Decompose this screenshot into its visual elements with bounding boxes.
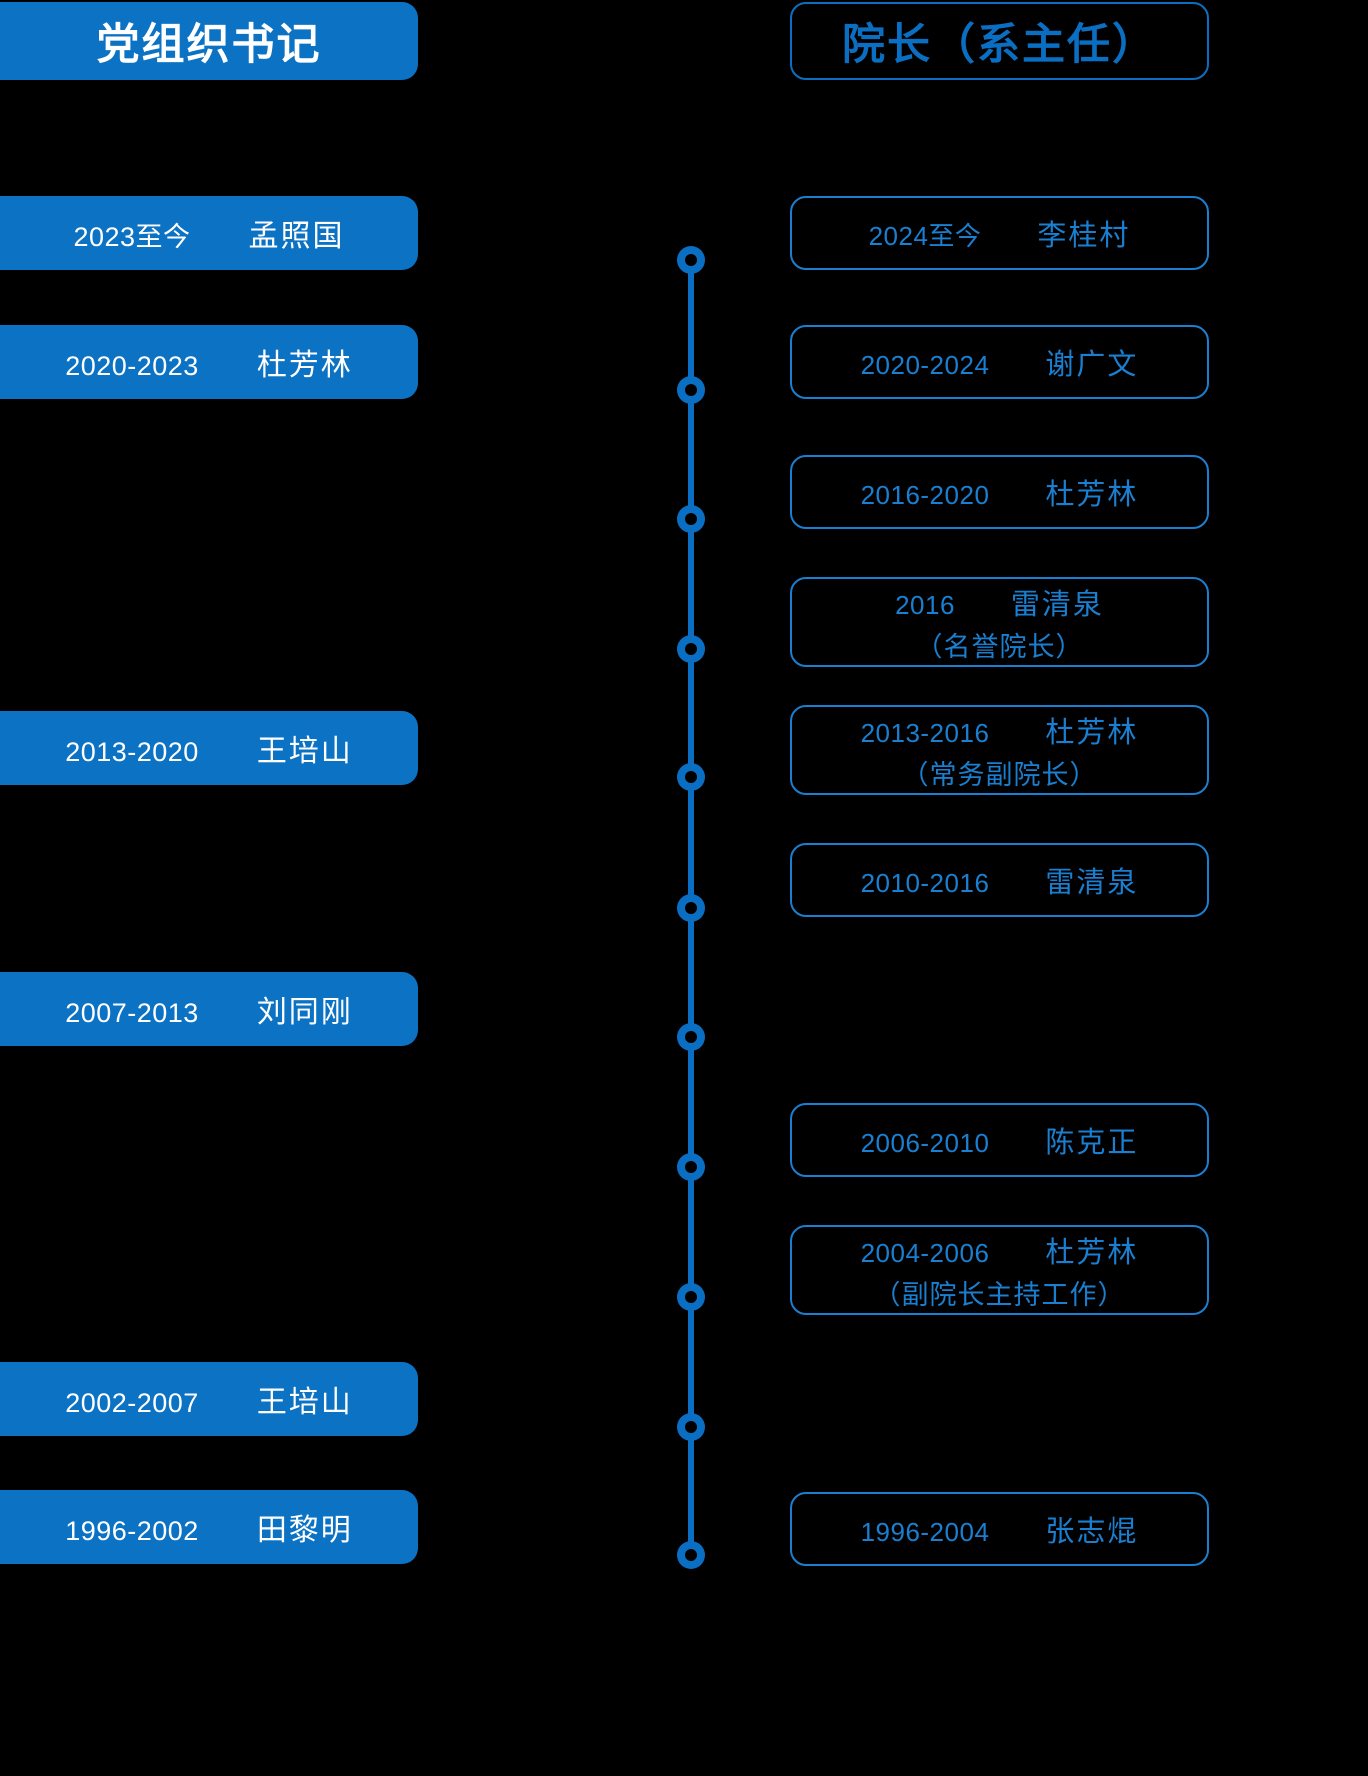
card-primary-row: 2023至今 孟照国: [0, 211, 418, 255]
card-person-name: 孟照国: [248, 220, 345, 253]
card-period: 2020-2024: [860, 350, 990, 380]
card-primary-row: 2016 雷清泉: [792, 581, 1207, 623]
card-primary-row: 1996-2004 张志焜: [792, 1508, 1207, 1550]
party-secretary-card[interactable]: 2023至今 孟照国: [0, 196, 418, 270]
card-period: 2020-2023: [65, 351, 199, 381]
card-person-name: 王培山: [256, 1386, 353, 1419]
timeline-node-icon: [677, 1541, 705, 1569]
dean-card[interactable]: 2016-2020 杜芳林: [790, 455, 1209, 529]
card-period: 2002-2007: [65, 1388, 199, 1418]
party-secretary-card[interactable]: 2020-2023 杜芳林: [0, 325, 418, 399]
column-header-dean: 院长（系主任）: [790, 2, 1209, 80]
timeline-node-icon: [677, 376, 705, 404]
column-header-right-label: 院长（系主任）: [842, 20, 1157, 70]
card-primary-row: 2013-2016 杜芳林: [792, 709, 1207, 751]
card-primary-row: 2002-2007 王培山: [0, 1377, 418, 1421]
dean-card[interactable]: 2024至今 李桂村: [790, 196, 1209, 270]
timeline-node-icon: [677, 1153, 705, 1181]
card-period: 2023至今: [73, 222, 191, 252]
card-person-name: 刘同刚: [256, 996, 353, 1029]
card-person-name: 李桂村: [1037, 220, 1131, 252]
card-primary-row: 2020-2023 杜芳林: [0, 340, 418, 384]
card-person-name: 田黎明: [256, 1514, 353, 1547]
card-primary-row: 1996-2002 田黎明: [0, 1505, 418, 1549]
timeline-node-icon: [677, 505, 705, 533]
timeline-node-icon: [677, 635, 705, 663]
card-person-name: 谢广文: [1045, 349, 1139, 381]
card-person-name: 杜芳林: [1045, 716, 1139, 749]
timeline-node-icon: [677, 763, 705, 791]
card-person-name: 杜芳林: [1045, 1236, 1139, 1269]
card-person-name: 王培山: [256, 735, 353, 768]
card-person-name: 杜芳林: [1045, 479, 1139, 511]
timeline-node-icon: [677, 1413, 705, 1441]
card-person-name: 张志焜: [1045, 1516, 1139, 1548]
card-primary-row: 2007-2013 刘同刚: [0, 987, 418, 1031]
dean-card[interactable]: 2020-2024 谢广文: [790, 325, 1209, 399]
card-person-name: 杜芳林: [256, 349, 353, 382]
card-period: 2007-2013: [65, 998, 199, 1028]
card-primary-row: 2010-2016 雷清泉: [792, 859, 1207, 901]
card-period: 2004-2006: [860, 1237, 990, 1268]
card-period: 2006-2010: [860, 1128, 990, 1158]
card-primary-row: 2004-2006 杜芳林: [792, 1229, 1207, 1271]
card-primary-row: 2006-2010 陈克正: [792, 1119, 1207, 1161]
dean-card[interactable]: 2010-2016 雷清泉: [790, 843, 1209, 917]
card-period: 2010-2016: [860, 868, 990, 898]
card-period: 2016: [895, 589, 955, 620]
card-period: 2016-2020: [860, 480, 990, 510]
dean-card[interactable]: 1996-2004 张志焜: [790, 1492, 1209, 1566]
card-person-name: 雷清泉: [1045, 867, 1139, 899]
timeline-node-icon: [677, 894, 705, 922]
card-person-name: 陈克正: [1045, 1127, 1139, 1159]
card-primary-row: 2024至今 李桂村: [792, 212, 1207, 254]
dean-card[interactable]: 2006-2010 陈克正: [790, 1103, 1209, 1177]
card-primary-row: 2020-2024 谢广文: [792, 341, 1207, 383]
column-header-left-label: 党组织书记: [96, 20, 322, 70]
timeline-node-icon: [677, 1023, 705, 1051]
card-period: 1996-2004: [860, 1517, 990, 1547]
card-period: 2024至今: [868, 221, 982, 251]
card-period: 1996-2002: [65, 1516, 199, 1546]
timeline-node-icon: [677, 1283, 705, 1311]
card-period: 2013-2016: [860, 717, 990, 748]
card-role-note: （名誉院长）: [915, 631, 1084, 662]
card-role-note: （常务副院长）: [901, 759, 1098, 790]
party-secretary-card[interactable]: 2007-2013 刘同刚: [0, 972, 418, 1046]
timeline-node-icon: [677, 246, 705, 274]
party-secretary-card[interactable]: 2013-2020 王培山: [0, 711, 418, 785]
party-secretary-card[interactable]: 2002-2007 王培山: [0, 1362, 418, 1436]
column-header-party-secretary: 党组织书记: [0, 2, 418, 80]
dean-card[interactable]: 2004-2006 杜芳林 （副院长主持工作）: [790, 1225, 1209, 1315]
card-period: 2013-2020: [65, 737, 199, 767]
dean-card[interactable]: 2016 雷清泉 （名誉院长）: [790, 577, 1209, 667]
party-secretary-card[interactable]: 1996-2002 田黎明: [0, 1490, 418, 1564]
card-primary-row: 2013-2020 王培山: [0, 726, 418, 770]
card-person-name: 雷清泉: [1010, 588, 1104, 621]
card-role-note: （副院长主持工作）: [873, 1279, 1126, 1310]
card-primary-row: 2016-2020 杜芳林: [792, 471, 1207, 513]
dean-card[interactable]: 2013-2016 杜芳林 （常务副院长）: [790, 705, 1209, 795]
